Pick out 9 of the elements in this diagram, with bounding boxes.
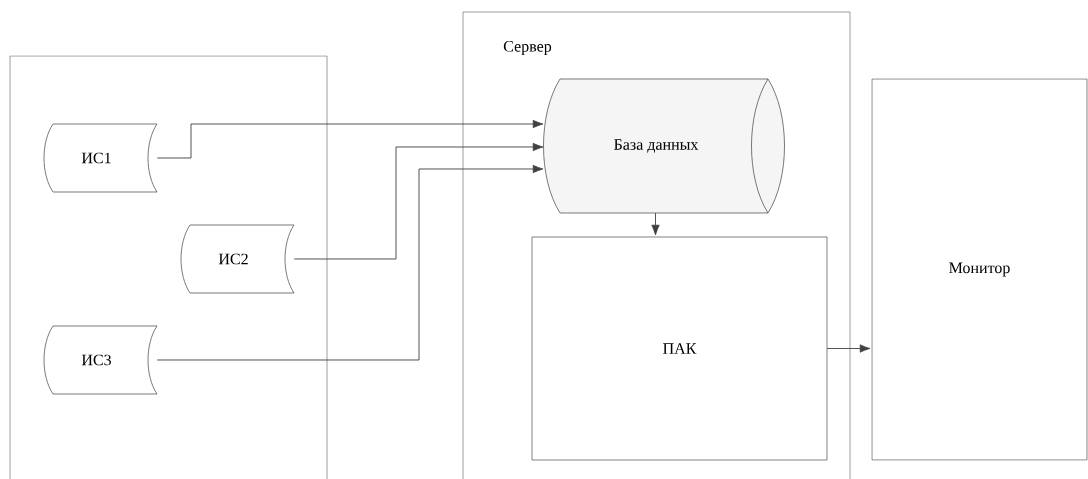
- arrow: [156, 119, 544, 159]
- process-box: Монитор: [871, 78, 1088, 461]
- database-cylinder: База данных: [543, 78, 785, 214]
- container-panel: [9, 55, 328, 479]
- arrow: [651, 212, 660, 236]
- arrow: [826, 344, 871, 353]
- process-box: ПАК: [531, 236, 828, 461]
- arrow: [293, 142, 544, 260]
- arrow: [156, 164, 544, 361]
